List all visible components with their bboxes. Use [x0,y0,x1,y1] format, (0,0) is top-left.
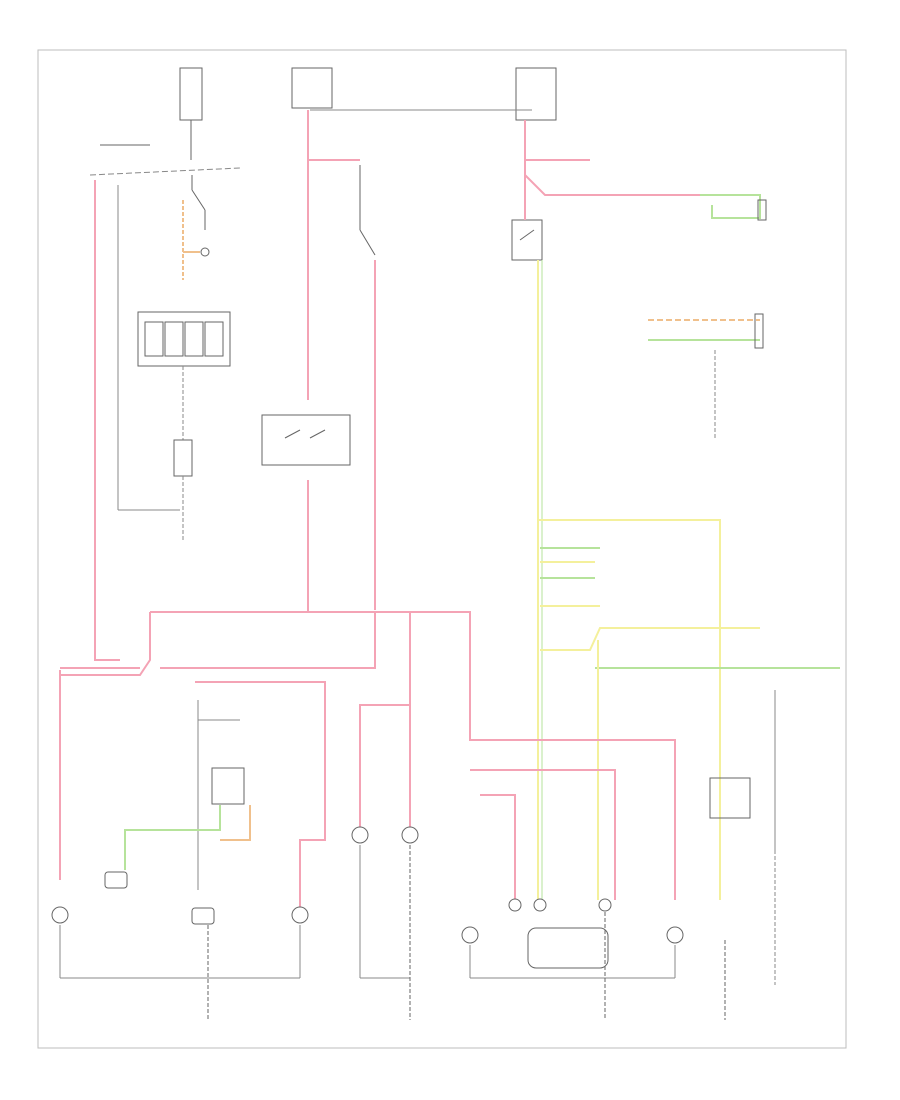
ground-bus [59,845,676,979]
splice-pack [137,311,231,367]
top-connector-center [291,67,333,109]
housing-dashed-line [89,167,241,176]
right-signal-bundle [537,260,840,900]
turn-signal-module [124,700,251,890]
lamp-icon-10 [598,898,612,912]
center-top-switch [359,165,376,256]
lamp-icon-11 [666,926,684,944]
lamp-icon-5 [351,826,369,844]
right-top-relay [511,219,543,261]
lamp-icon-2 [104,871,128,889]
lamp-icon-6 [401,826,419,844]
lamp-icon-3 [191,907,215,925]
left-red-feed [59,180,140,880]
top-connector-right [515,67,557,121]
middle-red-bus [60,611,676,910]
lamp-icon-8 [508,898,522,912]
top-connector-left [179,67,203,160]
center-red-column [307,110,376,612]
lamp-icon-7 [461,926,479,944]
trailer-connector-top [700,194,767,221]
lamp-icon-4 [291,906,309,924]
brake-switch-box [261,414,351,466]
right-red-branch [524,120,700,220]
diagram-frame [37,49,847,1049]
bottom-center-plate [527,927,609,969]
lamp-icon-1 [51,906,69,924]
lamp-row [51,826,684,944]
left-top-switch [191,175,206,230]
orange-plug-icon [200,247,210,257]
ground-drops [207,845,726,1020]
lamp-icon-9 [533,898,547,912]
trailer-connector-middle [648,313,764,440]
left-relay-box [173,439,193,477]
trailer-connector-bottom [709,690,776,985]
